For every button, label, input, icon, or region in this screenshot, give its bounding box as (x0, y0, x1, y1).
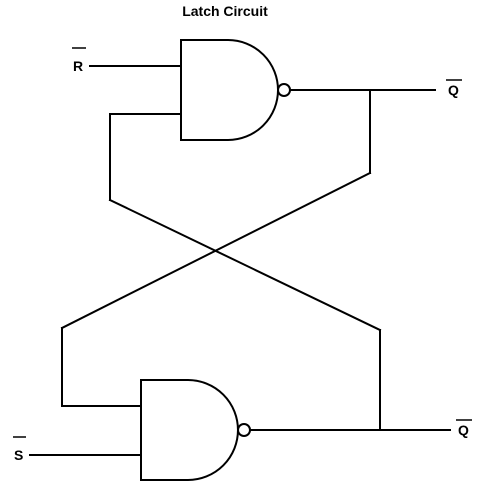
r-bar-input: R (72, 47, 86, 74)
s-bar-input: S (13, 436, 26, 463)
q-output-bottom: Q (456, 419, 472, 438)
r-bar-label: R (73, 58, 83, 74)
top-nand-bubble (277, 83, 291, 97)
top-nand-body (180, 39, 279, 141)
cross-wire-up (60, 171, 372, 330)
bottom-nand-body (140, 379, 239, 481)
q-bar-top-label: Q (448, 82, 459, 98)
bottom-nand-gate (140, 379, 251, 481)
top-nand-gate (180, 39, 291, 141)
q-bar-output-top: Q (446, 79, 462, 98)
bottom-nand-bubble (237, 423, 251, 437)
s-bar-label: S (14, 447, 23, 463)
diagram-title: Latch Circuit (182, 3, 268, 19)
q-bottom-label: Q (458, 422, 469, 438)
cross-wire-down (108, 198, 382, 332)
